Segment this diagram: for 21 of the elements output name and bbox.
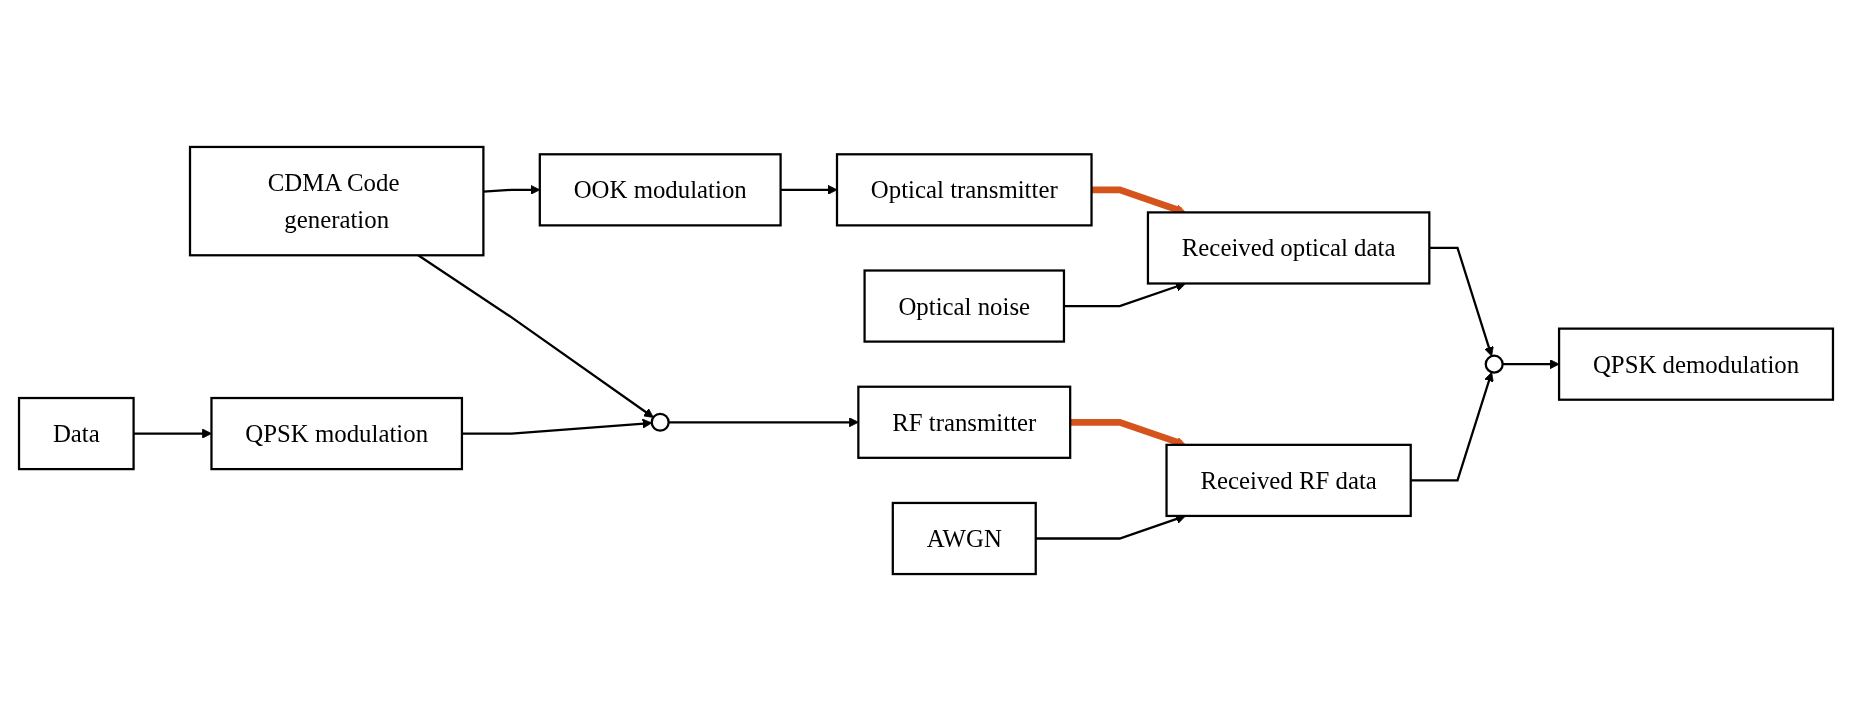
node-box: QPSK modulation bbox=[210, 396, 464, 471]
node-box: Received optical data bbox=[1146, 211, 1431, 285]
arrow bbox=[1502, 359, 1560, 370]
node-box: AWGN bbox=[891, 501, 1037, 576]
arrow bbox=[1429, 246, 1494, 357]
arrow bbox=[1070, 418, 1186, 447]
node-box: Optical transmitter bbox=[835, 153, 1093, 227]
arrow bbox=[461, 418, 653, 435]
node-box: OOK modulation bbox=[538, 153, 782, 227]
node-box: RF transmitter bbox=[857, 385, 1072, 459]
node-box: Data bbox=[17, 396, 135, 471]
arrow bbox=[780, 184, 838, 195]
node-box: QPSK demodulation bbox=[1557, 327, 1835, 401]
node-circle bbox=[650, 412, 670, 432]
node-circle bbox=[1484, 354, 1504, 374]
arrow bbox=[1410, 371, 1494, 482]
node-box: Received RF data bbox=[1165, 443, 1412, 518]
arrow bbox=[668, 417, 859, 428]
node-box: Optical noise bbox=[863, 269, 1066, 343]
node-box: CDMA Code generation bbox=[188, 145, 485, 257]
arrow bbox=[133, 428, 212, 439]
